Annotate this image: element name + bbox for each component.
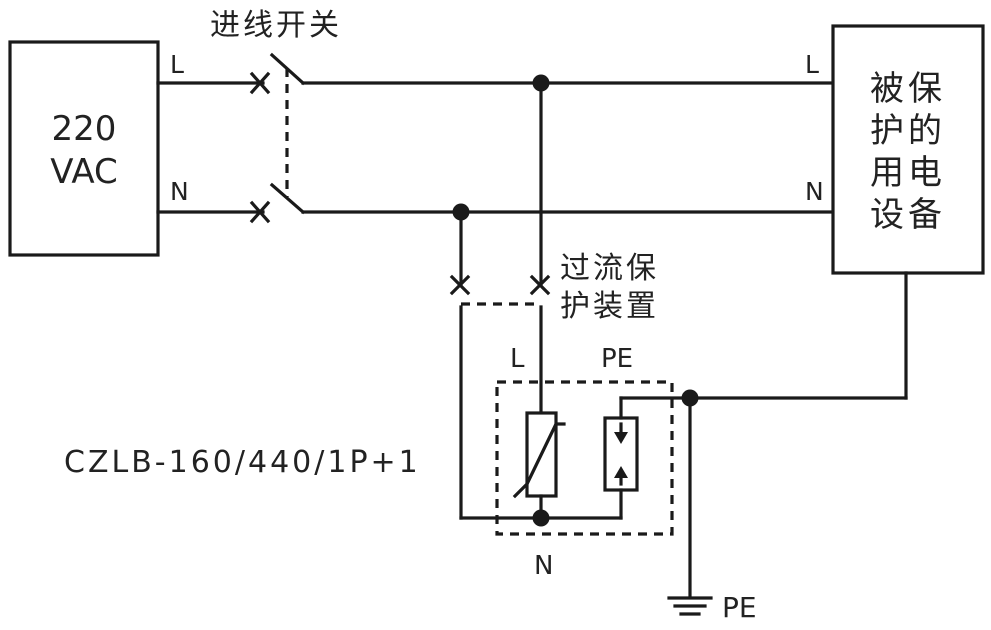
spd-enclosure: [495, 380, 674, 536]
ground-pe-label: PE: [722, 591, 757, 624]
equipment-n-label: N: [805, 177, 824, 206]
switch-n-blade: [269, 182, 306, 215]
ground-icon: [667, 596, 713, 616]
spd-l-label: L: [510, 344, 525, 374]
varistor-slash-icon: [512, 422, 566, 499]
spd-n-label: N: [534, 551, 553, 581]
ocp-label-line1: 过流保: [560, 251, 659, 286]
varistor-element: [525, 411, 558, 498]
source-l-label: L: [170, 50, 184, 79]
incoming-switch-label: 进线开关: [210, 8, 342, 43]
ocp-l-contact-icon: [529, 274, 551, 296]
ocp-n-contact-icon: [449, 274, 471, 296]
switch-n-contact-icon: [249, 200, 271, 224]
equipment-label-line1: 被保: [870, 69, 946, 109]
switch-l-contact-icon: [249, 71, 271, 95]
equipment-label-line2: 护的: [870, 111, 946, 151]
spd-model-label: CZLB-160/440/1P+1: [64, 445, 421, 480]
gdt-down-arrow-icon: [614, 422, 628, 444]
source-n-label: N: [170, 177, 189, 206]
equipment-label-line3: 用电: [870, 153, 946, 193]
source-voltage-label: 220: [52, 109, 117, 149]
gdt-up-arrow-icon: [614, 466, 628, 486]
ocp-label-line2: 护装置: [560, 289, 659, 324]
source-type-label: VAC: [50, 152, 118, 192]
spd-n-junction-dot: [532, 509, 550, 527]
equipment-l-label: L: [805, 50, 819, 79]
equipment-label-line4: 设备: [870, 195, 946, 235]
power-source-box: [8, 40, 160, 257]
spd-pe-label: PE: [601, 344, 633, 374]
protected-equipment-box: [831, 24, 985, 275]
